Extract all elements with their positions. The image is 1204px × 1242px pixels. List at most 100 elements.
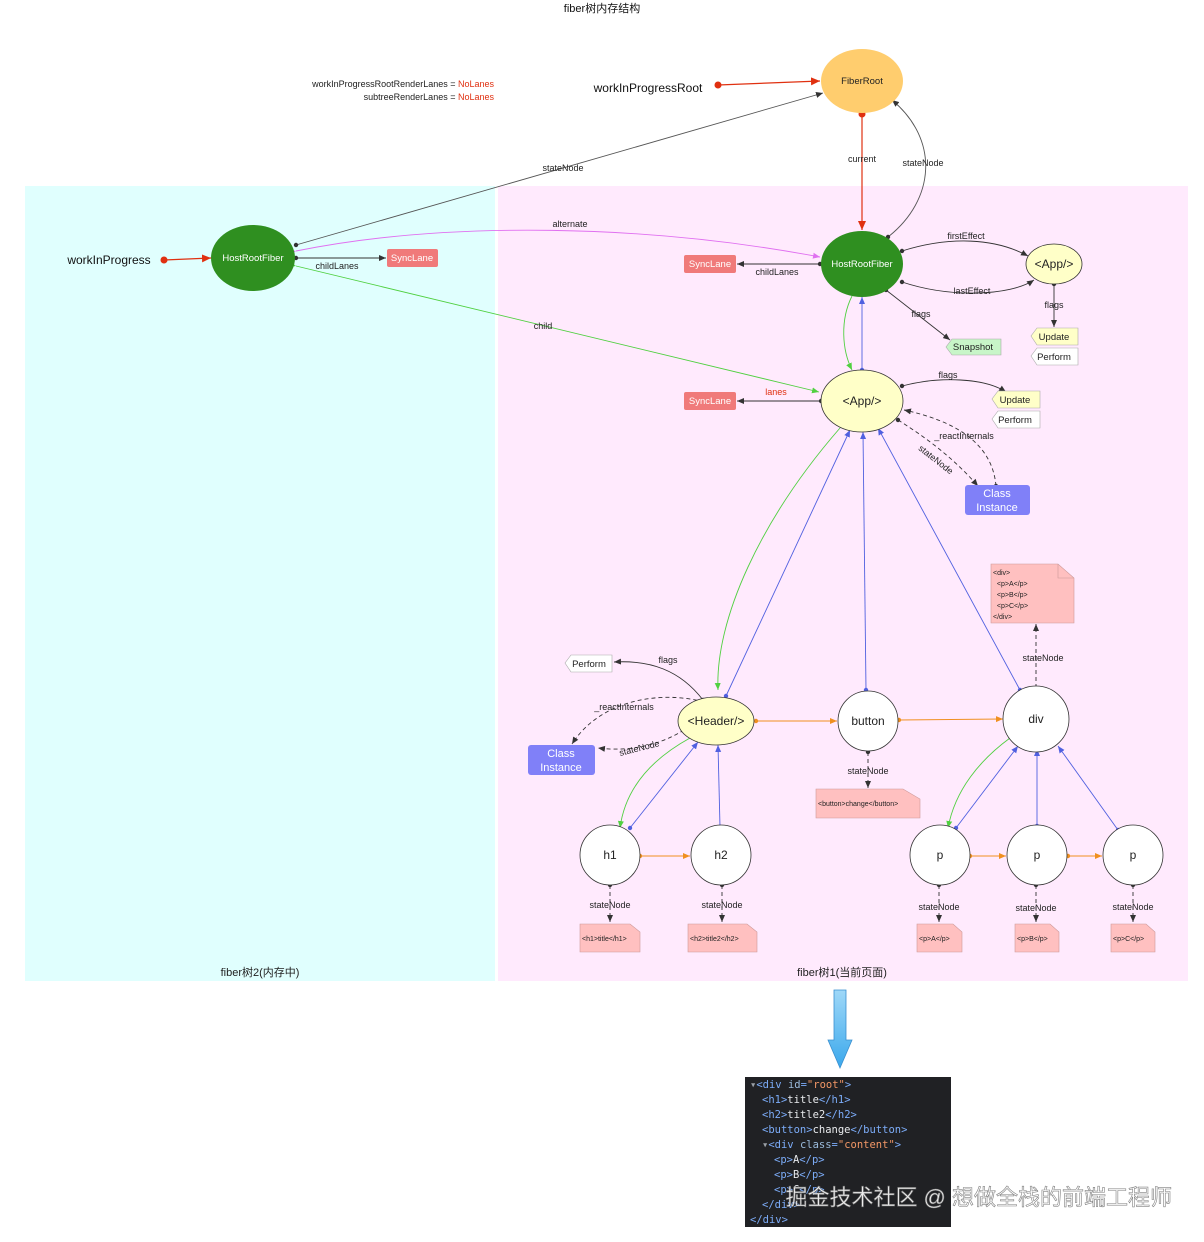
app-lanes-label: lanes bbox=[765, 387, 787, 397]
app-effect-update-text: Update bbox=[1039, 332, 1070, 343]
div-note-line: <p>C</p> bbox=[993, 603, 1028, 610]
cur-sync-lane-text: SyncLane bbox=[689, 259, 731, 270]
watermark: 掘金技术社区 @ 想做全栈的前端工程师 bbox=[785, 1185, 1172, 1210]
p1-statenode-label: stateNode bbox=[918, 902, 959, 912]
button-return-edge bbox=[860, 431, 869, 693]
wip-sync-lane-text: SyncLane bbox=[391, 253, 433, 264]
wip-sync-lane-badge bbox=[387, 249, 438, 267]
current-tree-label: fiber树1(当前页面) bbox=[797, 965, 887, 979]
header-flags-label: flags bbox=[658, 655, 678, 665]
header-return-edge bbox=[723, 429, 851, 699]
wip-tree-region bbox=[25, 186, 495, 981]
code-line: <p>B</p> bbox=[774, 1169, 825, 1181]
app-perform-text: Perform bbox=[998, 415, 1032, 426]
h2-note bbox=[687, 923, 758, 953]
div-note-line: <p>A</p> bbox=[993, 581, 1028, 588]
header-class-instance-line1: Class bbox=[547, 748, 575, 760]
wip-host-root-fiber-label: HostRootFiber bbox=[222, 253, 283, 264]
wip-child-edge bbox=[288, 261, 820, 394]
cur-sync-lane-badge bbox=[684, 255, 736, 273]
first-effect-label: firstEffect bbox=[947, 231, 985, 241]
code-line: </div> bbox=[750, 1214, 788, 1226]
code-line: <h1>title</h1> bbox=[762, 1094, 851, 1106]
p3-note-text: <p>C</p> bbox=[1113, 936, 1144, 943]
header-class-instance bbox=[528, 745, 595, 775]
app-class-instance-line2: Instance bbox=[976, 502, 1018, 514]
button-label: button bbox=[851, 714, 884, 728]
wip-pointer-edge bbox=[160, 254, 212, 264]
code-line: </div> bbox=[762, 1199, 800, 1211]
header-label: <Header/> bbox=[688, 714, 745, 728]
app-flags-edge bbox=[899, 379, 1007, 393]
app-node bbox=[820, 369, 904, 433]
p1-node bbox=[909, 824, 971, 886]
lanes-info-line2: subtreeRenderLanes = NoLanes bbox=[364, 92, 495, 102]
code-line: <p>C</p> bbox=[774, 1184, 825, 1196]
app-perform-badge bbox=[991, 410, 1041, 429]
app-effect-node bbox=[1025, 243, 1083, 285]
p3-label: p bbox=[1130, 848, 1137, 862]
app-effect-perform-badge bbox=[1030, 347, 1079, 366]
div-note-fold bbox=[1057, 564, 1074, 579]
cur-host-root-fiber-node bbox=[821, 231, 903, 297]
button-sibling-edge bbox=[896, 716, 1004, 723]
h2-node bbox=[690, 824, 752, 886]
app-effect-update-badge bbox=[1030, 327, 1079, 346]
cur-host-root-flags-label: flags bbox=[911, 309, 931, 319]
app-class-instance bbox=[965, 485, 1030, 515]
app-effect-perform-text: Perform bbox=[1037, 352, 1071, 363]
cur-host-root-flags-edge bbox=[883, 287, 951, 341]
h1-node bbox=[579, 824, 641, 886]
last-effect-edge bbox=[899, 279, 1035, 294]
alternate-edge bbox=[288, 229, 821, 259]
wip-tree-label: fiber树2(内存中) bbox=[221, 965, 300, 979]
h2-label: h2 bbox=[714, 848, 728, 862]
div-note-line: <p>B</p> bbox=[993, 592, 1028, 599]
header-class-instance-line2: Instance bbox=[540, 762, 582, 774]
p3-statenode-label: stateNode bbox=[1112, 902, 1153, 912]
h2-note-text: <h2>title2</h2> bbox=[690, 936, 739, 943]
dom-code-panel bbox=[745, 1077, 951, 1227]
app-label: <App/> bbox=[843, 394, 882, 408]
header-flags-edge bbox=[613, 658, 706, 703]
last-effect-label: lastEffect bbox=[954, 286, 991, 296]
code-line: <p>A</p> bbox=[774, 1154, 825, 1166]
h1-label: h1 bbox=[603, 848, 617, 862]
wip-root-pointer-label: workInProgressRoot bbox=[593, 81, 703, 95]
header-perform-text: Perform bbox=[572, 659, 606, 670]
render-arrow-icon bbox=[827, 989, 853, 1070]
app-update-text: Update bbox=[1000, 395, 1031, 406]
p1-return-edge bbox=[953, 745, 1019, 831]
app-react-internals-label: _reactInternals bbox=[933, 431, 994, 441]
dom-code-lines: ▾<div id="root"> <h1>title</h1> <h2>titl… bbox=[750, 1079, 907, 1226]
cur-childlanes-label: childLanes bbox=[755, 267, 799, 277]
p2-node bbox=[1006, 824, 1068, 886]
app-flags-label: flags bbox=[938, 370, 958, 380]
header-perform-badge bbox=[564, 654, 613, 673]
p1-note bbox=[916, 923, 963, 953]
p3-node bbox=[1102, 824, 1164, 886]
h1-statenode-label: stateNode bbox=[589, 900, 630, 910]
app-sync-lane-text: SyncLane bbox=[689, 396, 731, 407]
header-react-internals-label: _reactInternals bbox=[593, 702, 654, 712]
wip-host-root-statenode-label: stateNode bbox=[542, 163, 583, 173]
header-node bbox=[677, 696, 755, 746]
div-note bbox=[990, 563, 1075, 624]
wip-host-root-fiber-node bbox=[211, 225, 295, 291]
app-sync-lane-badge bbox=[684, 392, 736, 410]
current-edge-label: current bbox=[848, 154, 877, 164]
p2-note-text: <p>B</p> bbox=[1017, 936, 1048, 943]
snapshot-text: Snapshot bbox=[953, 342, 994, 353]
app-effect-label: <App/> bbox=[1035, 257, 1074, 271]
cur-host-root-fiber-label: HostRootFiber bbox=[831, 259, 892, 270]
p2-statenode-label: stateNode bbox=[1015, 903, 1056, 913]
div-note-text: <div> <p>A</p> <p>B</p> <p>C</p> </div> bbox=[993, 570, 1028, 621]
wip-root-pointer-edge bbox=[714, 77, 821, 89]
cur-host-root-statenode-label: stateNode bbox=[902, 158, 943, 168]
alternate-edge-label: alternate bbox=[552, 219, 587, 229]
div-label: div bbox=[1028, 712, 1043, 726]
diagram-title: fiber树内存结构 bbox=[564, 1, 640, 15]
wip-host-root-statenode-edge bbox=[293, 92, 824, 248]
wip-childlanes-label: childLanes bbox=[315, 261, 359, 271]
app-update-badge bbox=[991, 390, 1041, 409]
